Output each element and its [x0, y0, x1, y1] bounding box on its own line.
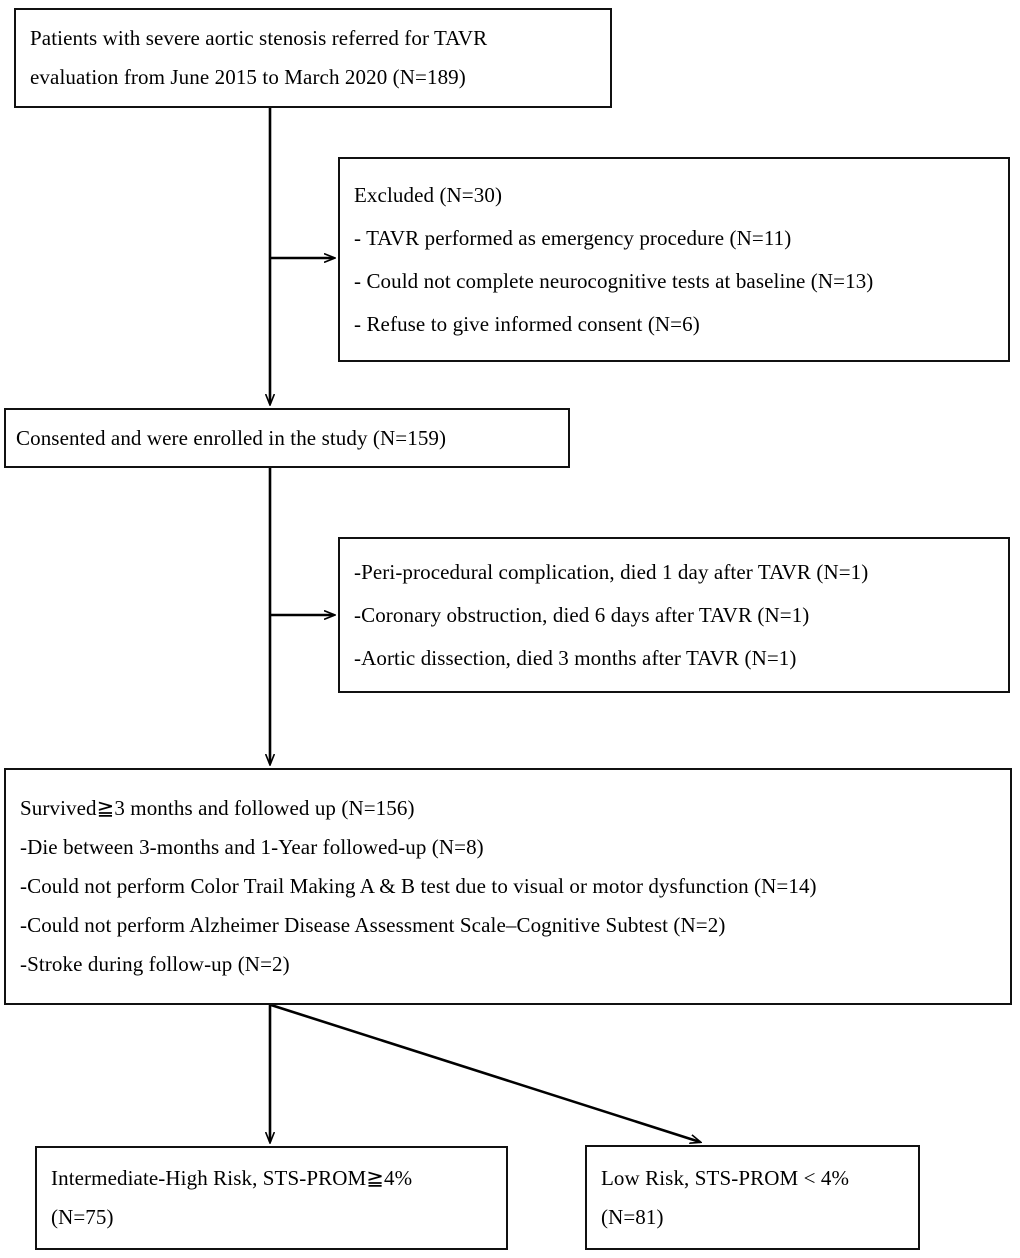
referred-line-2: evaluation from June 2015 to March 2020 …: [30, 65, 466, 89]
referred-line-1: Patients with severe aortic stenosis ref…: [30, 26, 488, 50]
survived-attrition-2: -Could not perform Color Trail Making A …: [20, 874, 817, 898]
survived-attrition-3: -Could not perform Alzheimer Disease Ass…: [20, 913, 726, 937]
connector-survived-to-low-risk: [270, 1003, 700, 1142]
survived-followed-up-box: Survived≧3 months and followed up (N=156…: [4, 768, 1012, 1005]
early-deaths-box: -Peri-procedural complication, died 1 da…: [338, 537, 1010, 693]
excluded-heading: Excluded (N=30): [354, 182, 503, 207]
survived-attrition-4: -Stroke during follow-up (N=2): [20, 952, 290, 976]
intermediate-high-label: Intermediate-High Risk, STS-PROM≧4%: [51, 1166, 413, 1190]
survived-heading: Survived≧3 months and followed up (N=156…: [20, 796, 415, 820]
low-risk-count: (N=81): [601, 1204, 664, 1229]
referred-patients-box: Patients with severe aortic stenosis ref…: [14, 8, 612, 108]
complication-line-2: -Coronary obstruction, died 6 days after…: [354, 602, 810, 627]
complication-line-3: -Aortic dissection, died 3 months after …: [354, 645, 797, 670]
excluded-reason-1: - TAVR performed as emergency procedure …: [354, 225, 792, 250]
survived-attrition-1: -Die between 3-months and 1-Year followe…: [20, 835, 484, 859]
intermediate-high-risk-box: Intermediate-High Risk, STS-PROM≧4% (N=7…: [35, 1146, 508, 1250]
complication-line-1: -Peri-procedural complication, died 1 da…: [354, 559, 869, 584]
low-risk-label: Low Risk, STS-PROM < 4%: [601, 1165, 850, 1190]
consented-enrolled-box: Consented and were enrolled in the study…: [4, 408, 570, 468]
excluded-box: Excluded (N=30) - TAVR performed as emer…: [338, 157, 1010, 362]
intermediate-high-count: (N=75): [51, 1205, 114, 1229]
consented-line-1: Consented and were enrolled in the study…: [16, 425, 447, 450]
low-risk-box: Low Risk, STS-PROM < 4% (N=81): [585, 1145, 920, 1250]
excluded-reason-2: - Could not complete neurocognitive test…: [354, 268, 874, 293]
excluded-reason-3: - Refuse to give informed consent (N=6): [354, 311, 700, 336]
